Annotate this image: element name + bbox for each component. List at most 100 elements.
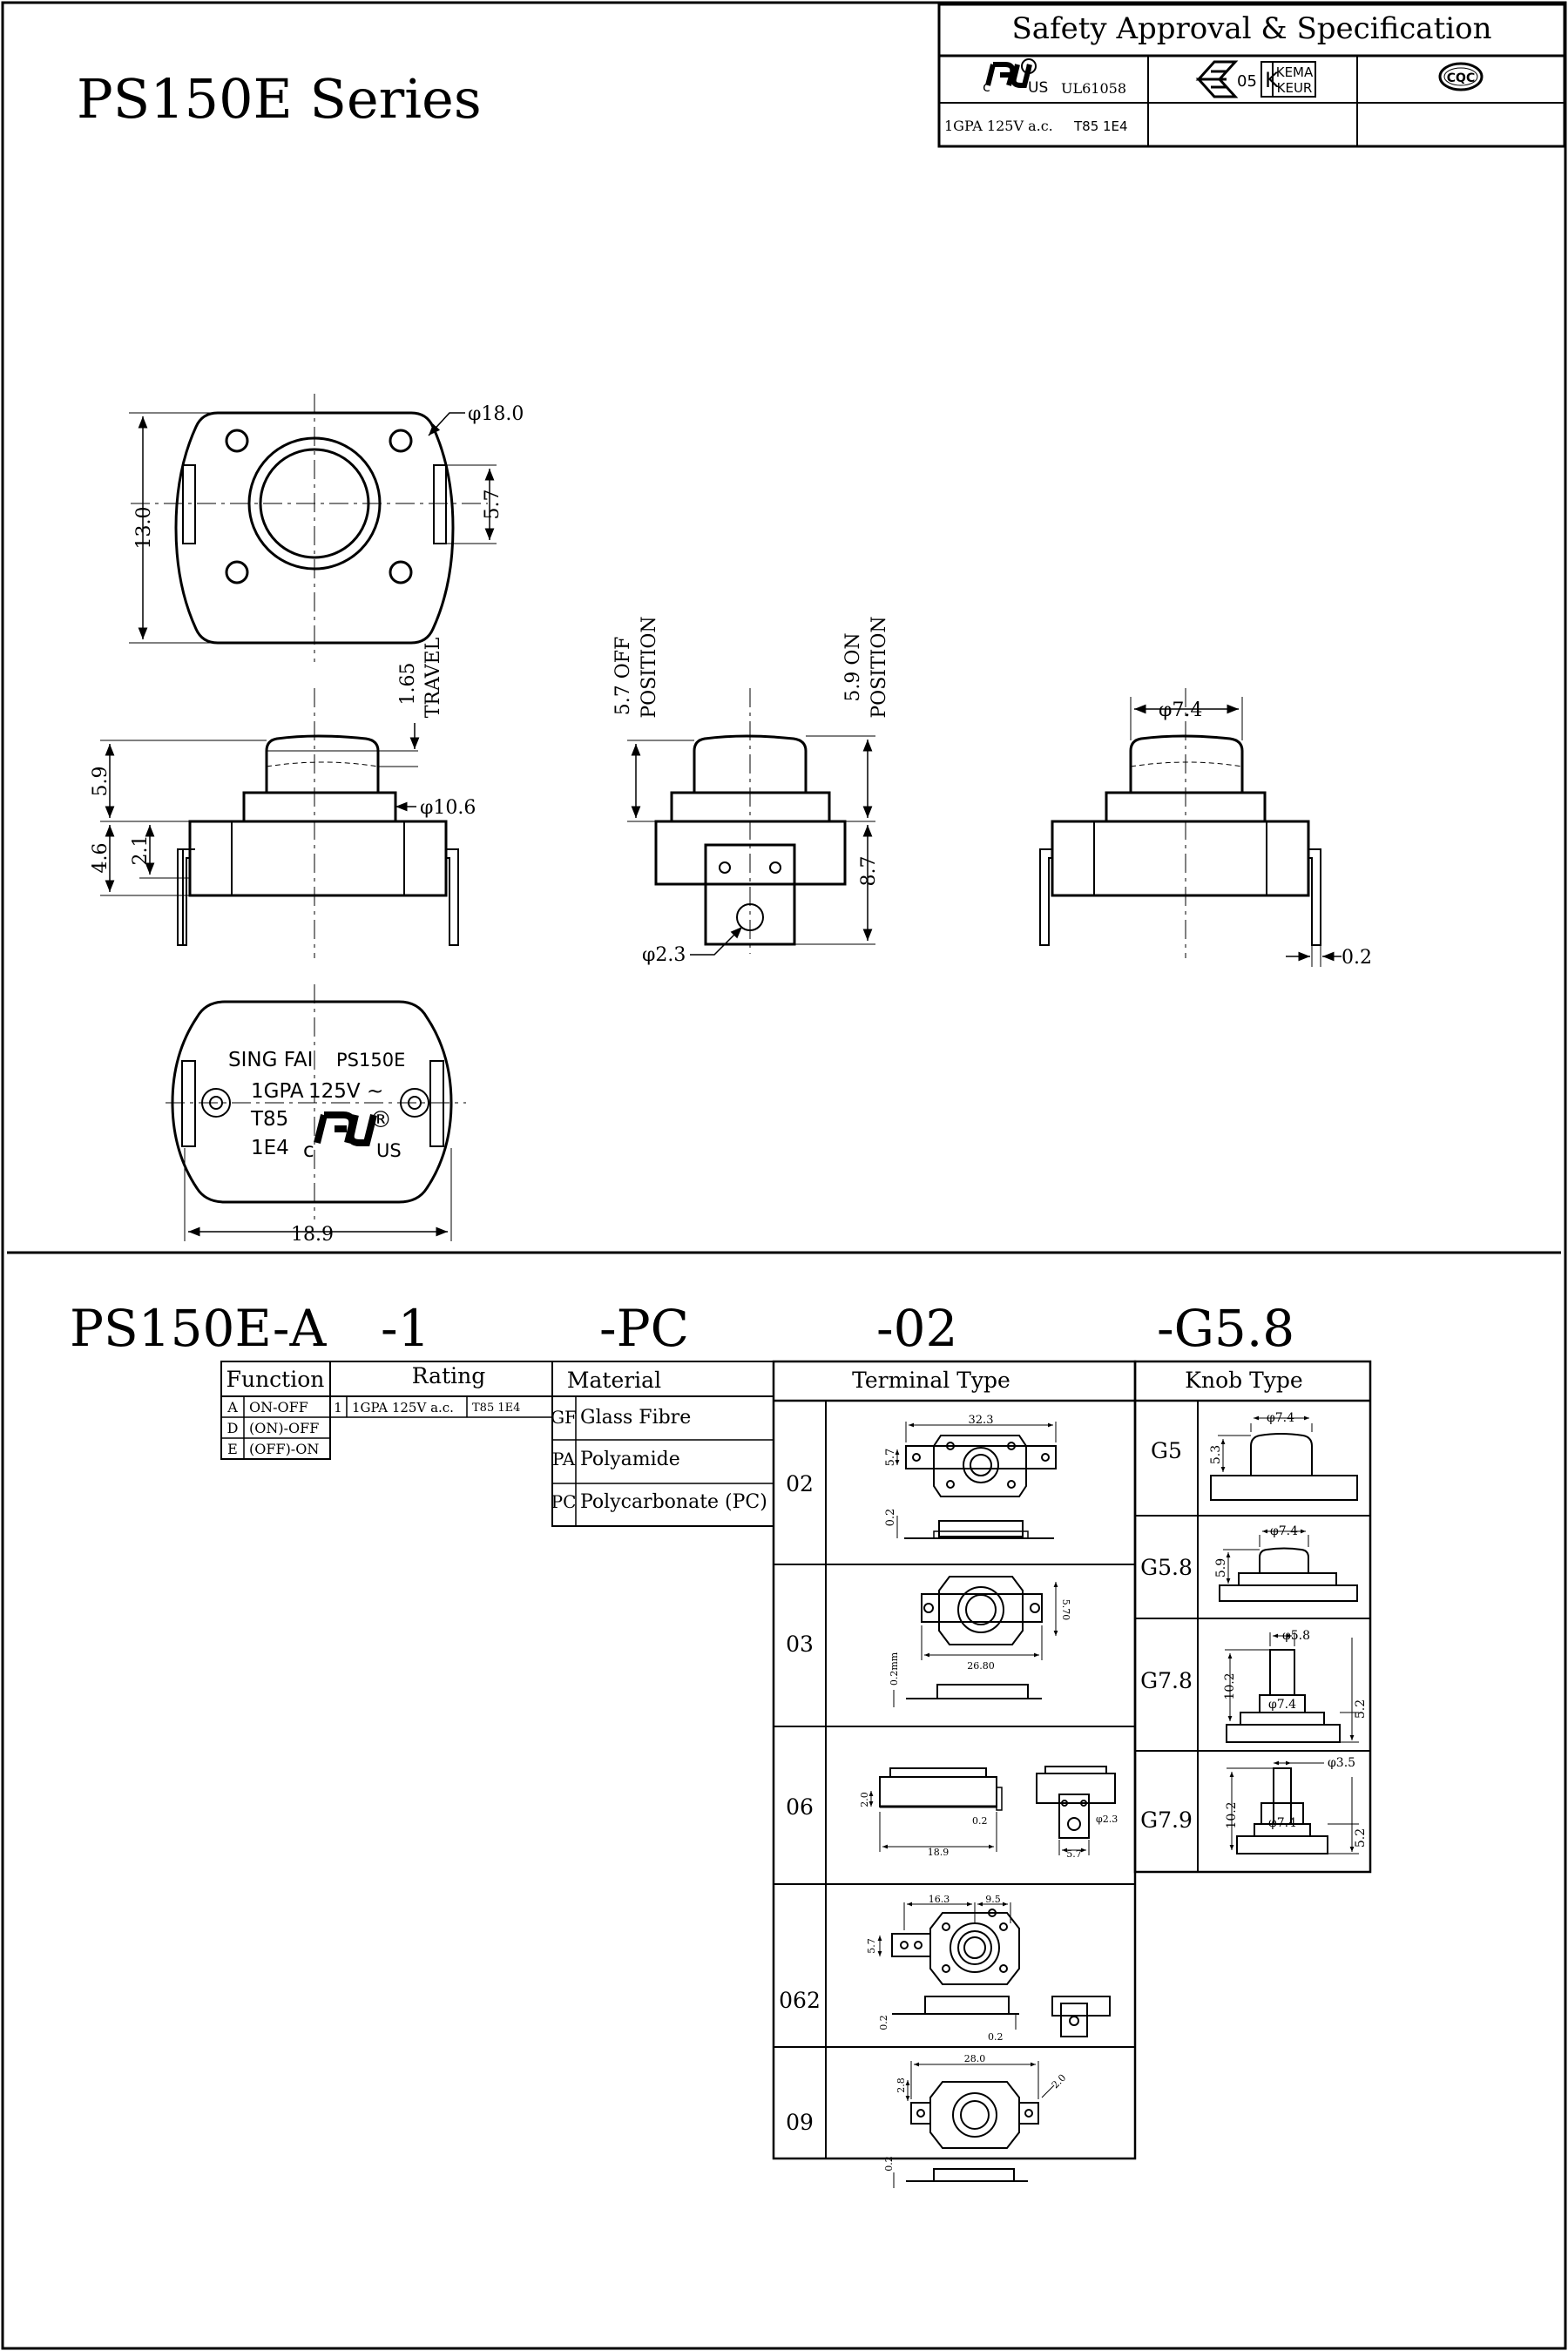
svg-text:φ7.4: φ7.4 (1267, 1411, 1294, 1425)
svg-text:PA: PA (552, 1449, 576, 1469)
svg-text:1GPA: 1GPA (251, 1080, 304, 1103)
terminal-code-062: 062 (779, 1988, 821, 2013)
code-material: -PC (599, 1299, 689, 1358)
svg-text:0.2: 0.2 (988, 2031, 1004, 2043)
terminal-code-03: 03 (786, 1632, 814, 1657)
ul-rating: 1GPA 125V a.c. (944, 118, 1053, 134)
svg-text:SING FAI: SING FAI (228, 1049, 313, 1071)
svg-text:KEMA: KEMA (1276, 64, 1314, 80)
svg-text:KEUR: KEUR (1277, 80, 1313, 96)
svg-text:c: c (303, 1139, 314, 1162)
knob-code-g58: G5.8 (1140, 1555, 1193, 1580)
svg-text:10.2: 10.2 (1225, 1801, 1239, 1828)
body-height-label: 4.6 (90, 843, 112, 874)
off-position-label: POSITION (639, 616, 660, 718)
svg-text:K: K (1265, 68, 1280, 92)
bottom-width-label: 18.9 (291, 1224, 334, 1246)
terminal-02-drawing (895, 1422, 1057, 1539)
travel-value: 1.65 (397, 663, 419, 706)
knob-code-g78: G7.8 (1140, 1668, 1193, 1693)
svg-text:1E4: 1E4 (251, 1137, 289, 1159)
svg-text:9.5: 9.5 (985, 1894, 1001, 1905)
knob-g5-drawing (1210, 1415, 1358, 1501)
series-title: PS150E Series (77, 67, 482, 131)
on-position-label: POSITION (868, 616, 890, 718)
side-view (100, 688, 459, 958)
svg-text:Polycarbonate (PC): Polycarbonate (PC) (580, 1491, 767, 1513)
svg-text:Polyamide: Polyamide (580, 1449, 680, 1470)
top-view (129, 394, 497, 662)
svg-text:PS150E: PS150E (336, 1050, 405, 1071)
svg-text:(OFF)-ON: (OFF)-ON (249, 1441, 319, 1457)
front-height-label: 8.7 (858, 856, 880, 887)
svg-text:US: US (1028, 79, 1048, 97)
terminal-header: Terminal Type (852, 1368, 1010, 1393)
svg-text:18.9: 18.9 (928, 1847, 950, 1858)
svg-text:E: E (227, 1441, 238, 1457)
approval-header: Safety Approval & Specification (1012, 11, 1492, 46)
svg-text:US: US (376, 1140, 402, 1161)
svg-text:0.2: 0.2 (878, 2015, 889, 2030)
function-table (220, 1361, 553, 1460)
knob-code-g5: G5 (1151, 1438, 1182, 1463)
svg-text:CQC: CQC (1447, 71, 1475, 85)
svg-text:2.0: 2.0 (859, 1792, 870, 1807)
svg-text:GF: GF (551, 1407, 577, 1428)
svg-text:1: 1 (334, 1400, 342, 1415)
svg-text:φ7.4: φ7.4 (1268, 1698, 1296, 1712)
knob-table (1133, 1360, 1372, 1874)
svg-text:(ON)-OFF: (ON)-OFF (249, 1420, 319, 1436)
knob-header: Knob Type (1185, 1368, 1302, 1393)
svg-text:5.2: 5.2 (1354, 1828, 1368, 1848)
part-code: PS150E-A -1 -PC -02 -G5.8 (70, 1299, 1294, 1358)
ul-mark-icon: c R US (983, 58, 1048, 97)
off-position-value: 5.7 OFF (612, 637, 634, 716)
svg-text:5.3: 5.3 (1209, 1445, 1223, 1464)
enec-mark-icon: 05 (1195, 60, 1257, 98)
top-pin-spacing-label: 5.7 (482, 490, 504, 520)
svg-text:φ2.3: φ2.3 (1096, 1814, 1118, 1825)
code-series: PS150E-A (70, 1299, 327, 1358)
ul-logo-icon (314, 1111, 377, 1146)
base-height-label: 2.1 (130, 835, 152, 866)
svg-text:ON-OFF: ON-OFF (249, 1399, 308, 1415)
svg-text:05: 05 (1237, 72, 1257, 91)
svg-text:T85: T85 (250, 1108, 288, 1131)
svg-text:PC: PC (551, 1491, 577, 1512)
svg-text:0.2: 0.2 (972, 1815, 988, 1827)
svg-text:28.0: 28.0 (964, 2053, 986, 2064)
top-height-label: 13.0 (133, 507, 155, 550)
travel-label: TRAVEL (422, 637, 444, 718)
svg-text:16.3: 16.3 (929, 1894, 950, 1905)
knob-g78-drawing (1225, 1632, 1359, 1743)
svg-text:0.2: 0.2 (883, 2156, 895, 2172)
knob-g79-drawing (1227, 1760, 1359, 1854)
code-knob: -G5.8 (1157, 1299, 1294, 1358)
svg-text:5.2: 5.2 (1354, 1699, 1368, 1719)
ul-standard: UL61058 (1061, 80, 1126, 97)
base-dia-label: φ10.6 (420, 797, 476, 819)
svg-text:32.3: 32.3 (969, 1414, 994, 1427)
rating-header: Rating (412, 1363, 485, 1388)
terminal-code-09: 09 (786, 2110, 814, 2135)
knob-code-g79: G7.9 (1140, 1807, 1193, 1833)
svg-text:125V ~: 125V ~ (308, 1080, 383, 1103)
svg-text:2.0: 2.0 (1050, 2072, 1069, 2091)
svg-text:10.2: 10.2 (1223, 1672, 1237, 1699)
code-terminal: -02 (876, 1299, 957, 1358)
bottom-marking: SING FAI PS150E 1GPA 125V ~ T85 1E4 c US… (228, 1049, 405, 1162)
svg-text:2.8: 2.8 (896, 2077, 907, 2093)
ul-rating-codes: T85 1E4 (1073, 118, 1128, 134)
knob-g58-drawing (1219, 1529, 1358, 1602)
svg-text:5.7: 5.7 (1066, 1848, 1082, 1860)
kema-mark-icon: K KEMA KEUR (1260, 61, 1316, 98)
svg-text:Glass Fibre: Glass Fibre (580, 1407, 691, 1429)
terminal-table (772, 1360, 1137, 2160)
svg-text:φ7.4: φ7.4 (1270, 1524, 1298, 1538)
svg-text:T85 1E4: T85 1E4 (472, 1402, 520, 1415)
on-position-value: 5.9 ON (842, 632, 864, 701)
svg-text:A: A (226, 1399, 238, 1415)
front-view (627, 688, 875, 956)
svg-text:5.9: 5.9 (1214, 1558, 1228, 1577)
